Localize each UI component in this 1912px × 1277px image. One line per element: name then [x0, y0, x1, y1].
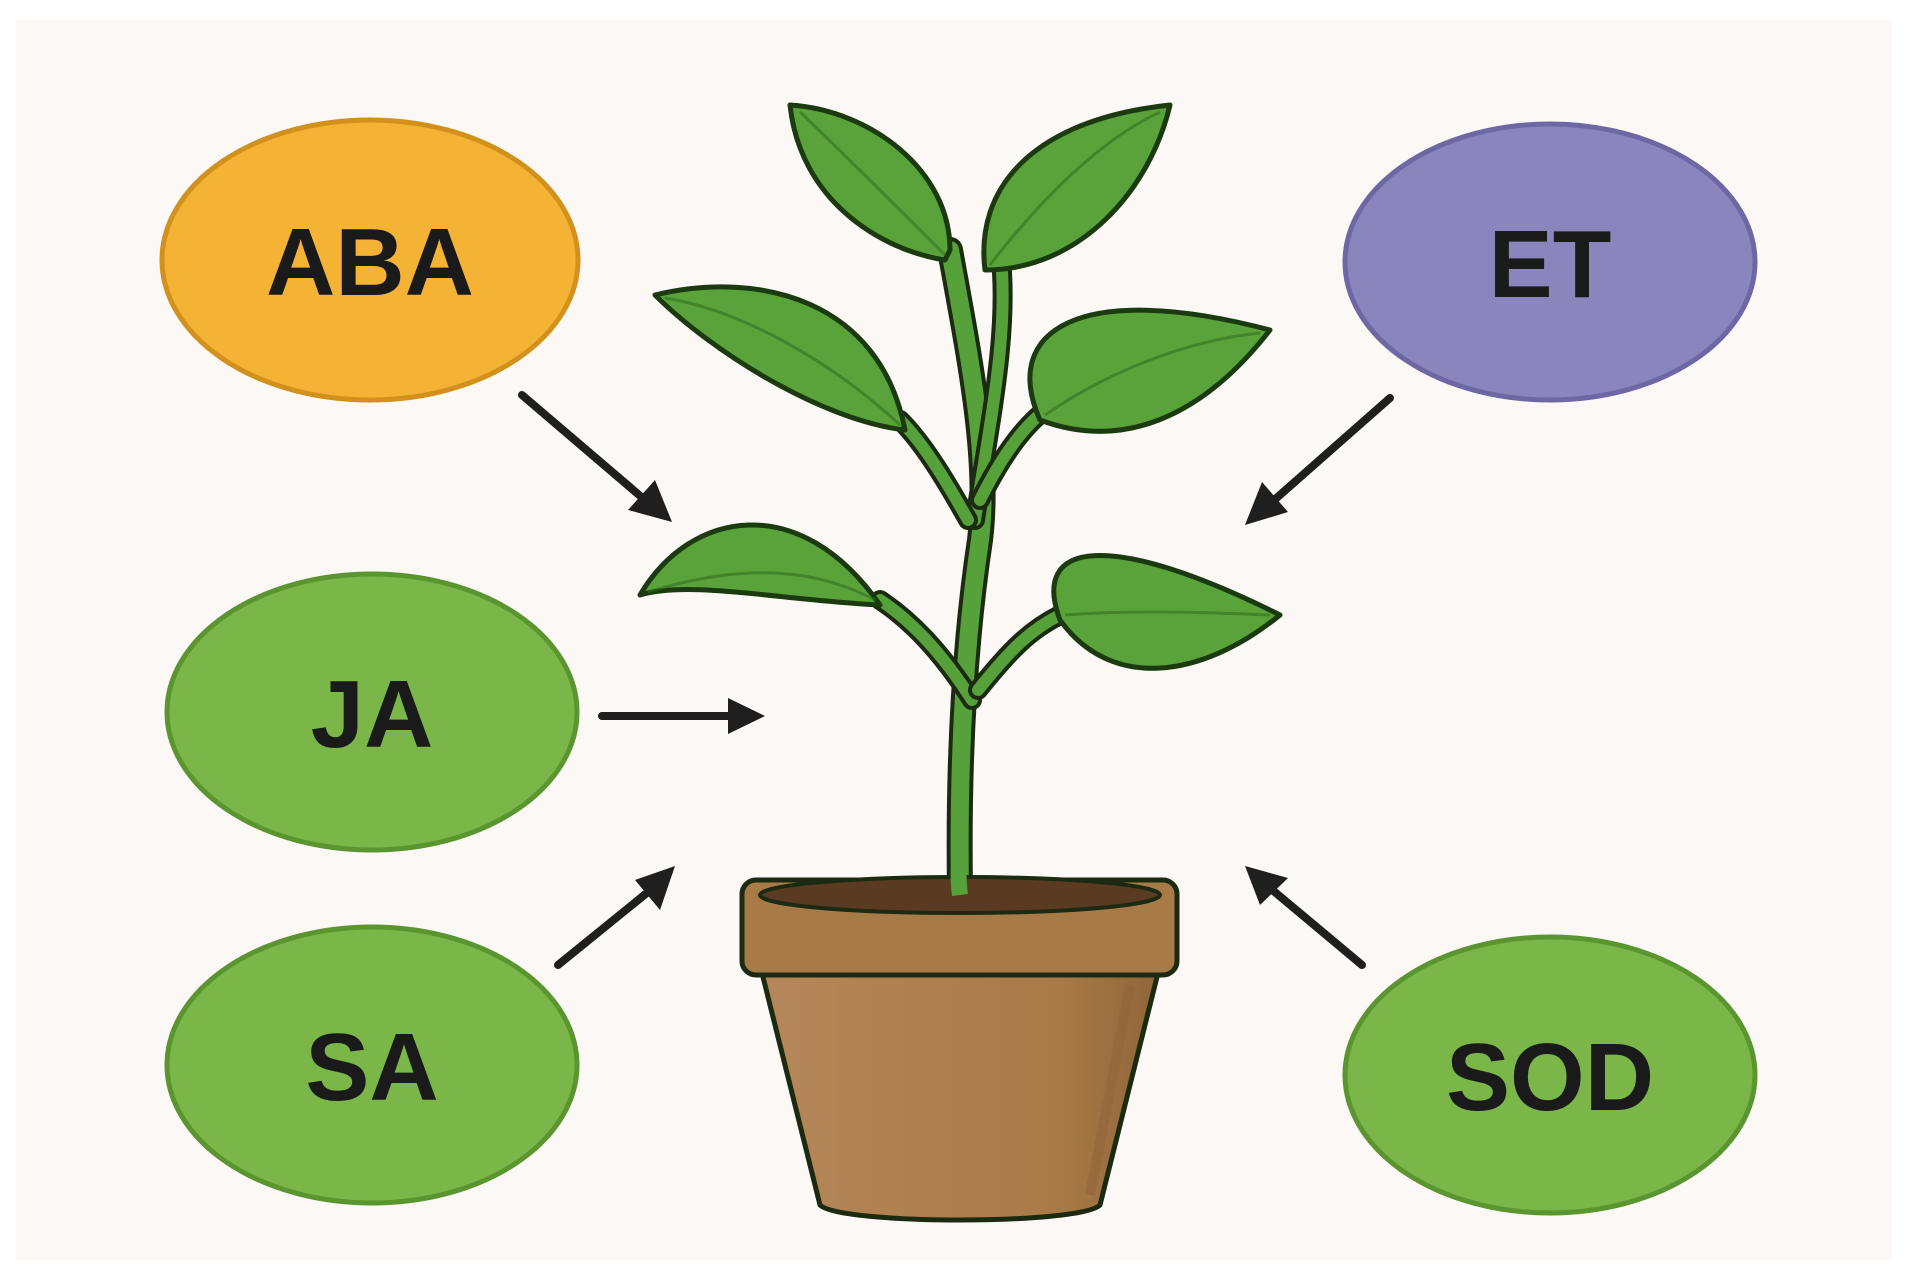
arrow-sod-to-plant — [1245, 866, 1366, 969]
arrow-ja-to-plant — [598, 698, 765, 734]
arrow-aba-to-plant — [518, 391, 672, 522]
node-sod-label: SOD — [1446, 1024, 1654, 1131]
node-et-label: ET — [1489, 211, 1612, 318]
arrows — [518, 391, 1394, 969]
plant-icon — [637, 102, 1283, 903]
arrow-et-to-plant — [1245, 394, 1394, 525]
node-sod: SOD — [1342, 934, 1758, 1216]
arrow-sa-to-plant — [554, 866, 675, 969]
node-ja-label: JA — [311, 661, 434, 768]
node-sa: SA — [164, 924, 580, 1206]
node-et: ET — [1342, 121, 1758, 403]
node-ja: JA — [164, 571, 580, 853]
node-aba-label: ABA — [266, 209, 474, 316]
node-aba: ABA — [159, 117, 581, 403]
node-sa-label: SA — [305, 1014, 438, 1121]
pot-icon — [739, 858, 1180, 1223]
